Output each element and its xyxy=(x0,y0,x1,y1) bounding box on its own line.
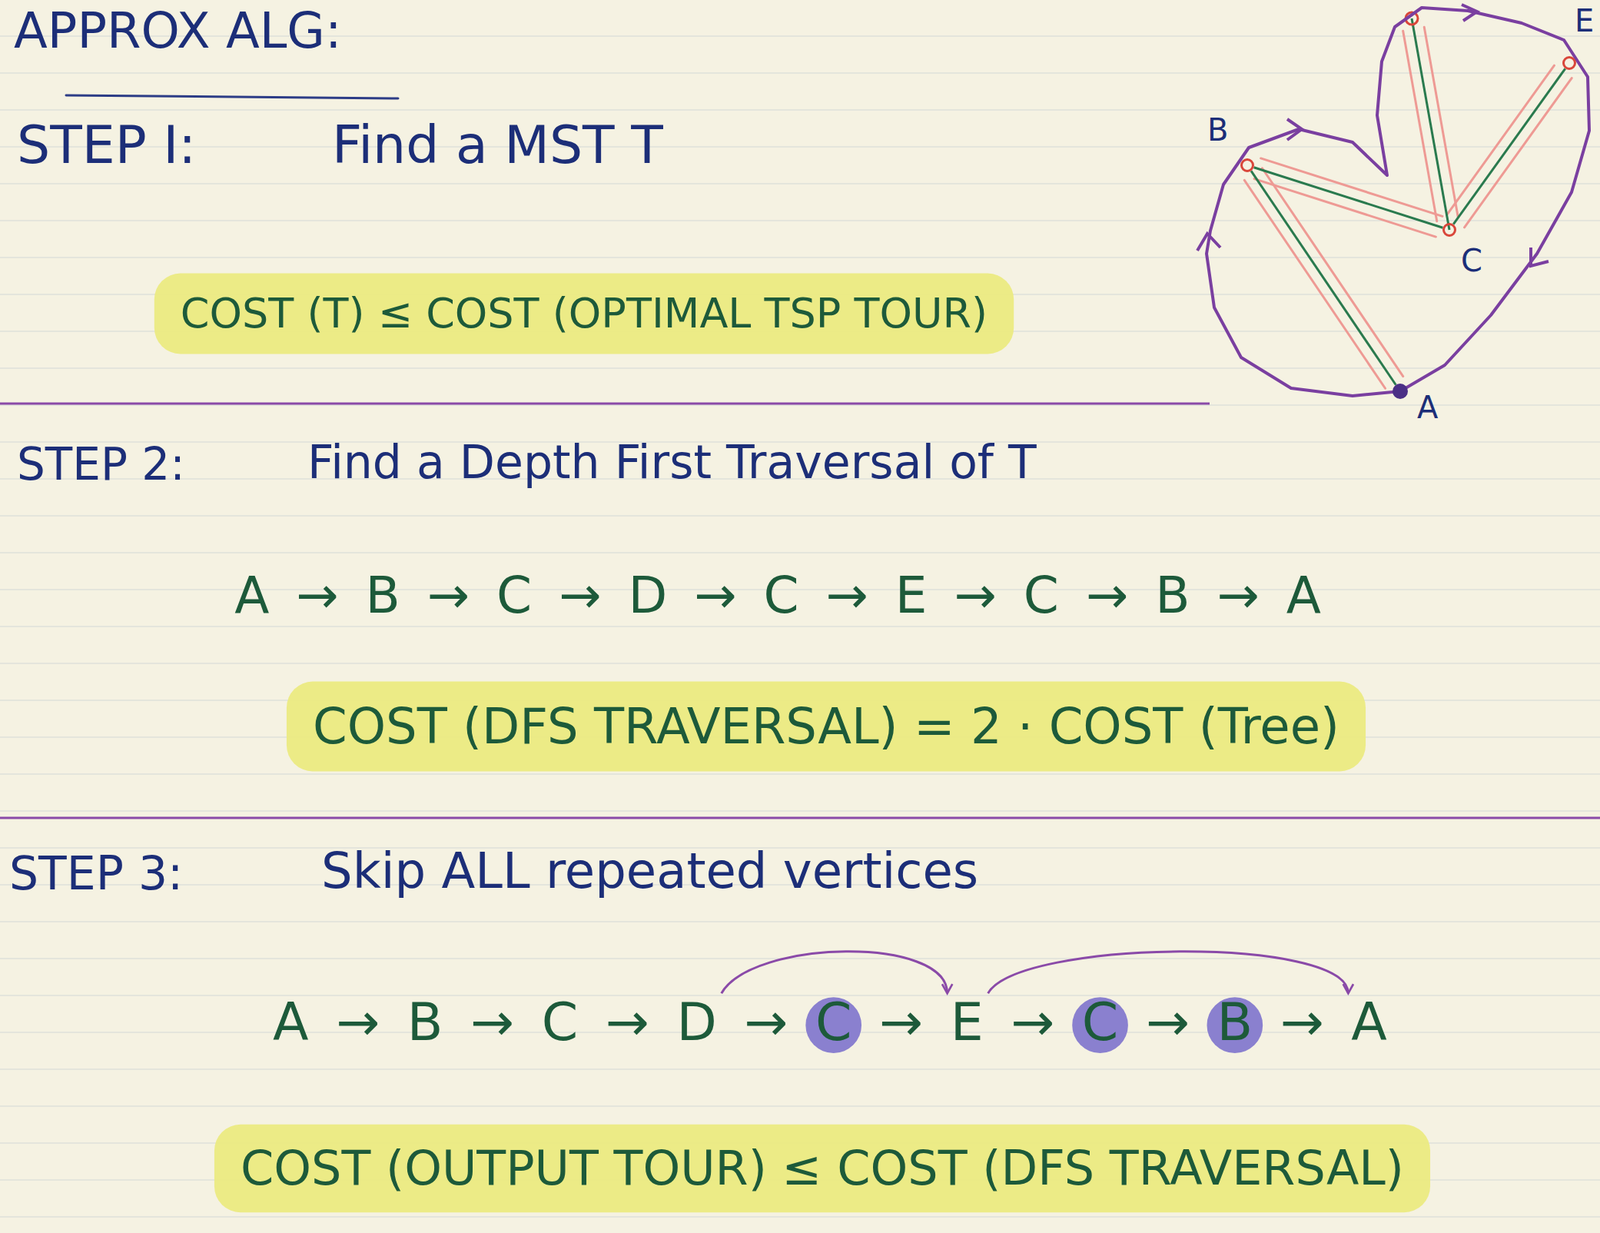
traversal-stroke xyxy=(1254,179,1436,237)
tree-edge xyxy=(1251,170,1396,385)
traversal-stroke xyxy=(1447,65,1555,215)
tree-edge xyxy=(1453,68,1565,224)
step-heading: STEP 2: xyxy=(16,438,186,492)
cost-bound: COST (DFS TRAVERSAL) = 2 · COST (Tree) xyxy=(312,697,1340,757)
vertex-label: A xyxy=(1417,390,1438,425)
vertex-sequence: A → B → C → D → C → E → C → B → A xyxy=(234,564,1322,626)
traversal-scribble xyxy=(1244,26,1572,389)
highlight-band xyxy=(154,273,1014,355)
graph-vertex: B xyxy=(1240,158,1255,173)
graph-vertex: E xyxy=(1562,56,1577,70)
graph-vertex: C xyxy=(1442,222,1457,237)
cost-bound: COST (T) ≤ COST (OPTIMAL TSP TOUR) xyxy=(180,288,988,339)
skip-arrow xyxy=(721,951,948,993)
section-divider xyxy=(0,816,1600,820)
highlight-band xyxy=(286,681,1366,772)
traversal-stroke xyxy=(1244,179,1385,389)
traversal-stroke xyxy=(1261,168,1403,377)
tree-edges xyxy=(1251,68,1566,385)
cost-bound: COST (OUTPUT TOUR) ≤ COST (DFS TRAVERSAL… xyxy=(240,1139,1405,1197)
section-divider xyxy=(0,402,1210,405)
step-text: Find a Depth First Traversal of T xyxy=(307,434,1037,490)
tree-edge xyxy=(1411,18,1450,230)
tour-arrow xyxy=(1461,4,1478,21)
vertex-label: B xyxy=(1207,112,1229,147)
tour-outline xyxy=(1206,7,1590,396)
graph-vertex: A xyxy=(1392,383,1408,399)
tour-arrow xyxy=(1530,247,1549,266)
vertex-sequence: A → B → C → D → C → E → C → B → A xyxy=(272,990,1388,1054)
title-underline xyxy=(66,95,399,99)
skip-arrow xyxy=(988,951,1349,993)
highlight-band xyxy=(214,1124,1431,1212)
tour-arrow xyxy=(1197,233,1221,251)
vertex-label: C xyxy=(1460,243,1483,278)
page-title: APPROX ALG: xyxy=(13,1,342,61)
vertex-label: E xyxy=(1574,3,1594,38)
step-heading: STEP I: xyxy=(16,113,196,177)
step-text: Find a MST T xyxy=(331,113,664,177)
tour-arrow xyxy=(1287,119,1302,140)
step-text: Skip ALL repeated vertices xyxy=(321,841,979,901)
step-heading: STEP 3: xyxy=(9,845,183,901)
traversal-stroke xyxy=(1464,78,1573,228)
